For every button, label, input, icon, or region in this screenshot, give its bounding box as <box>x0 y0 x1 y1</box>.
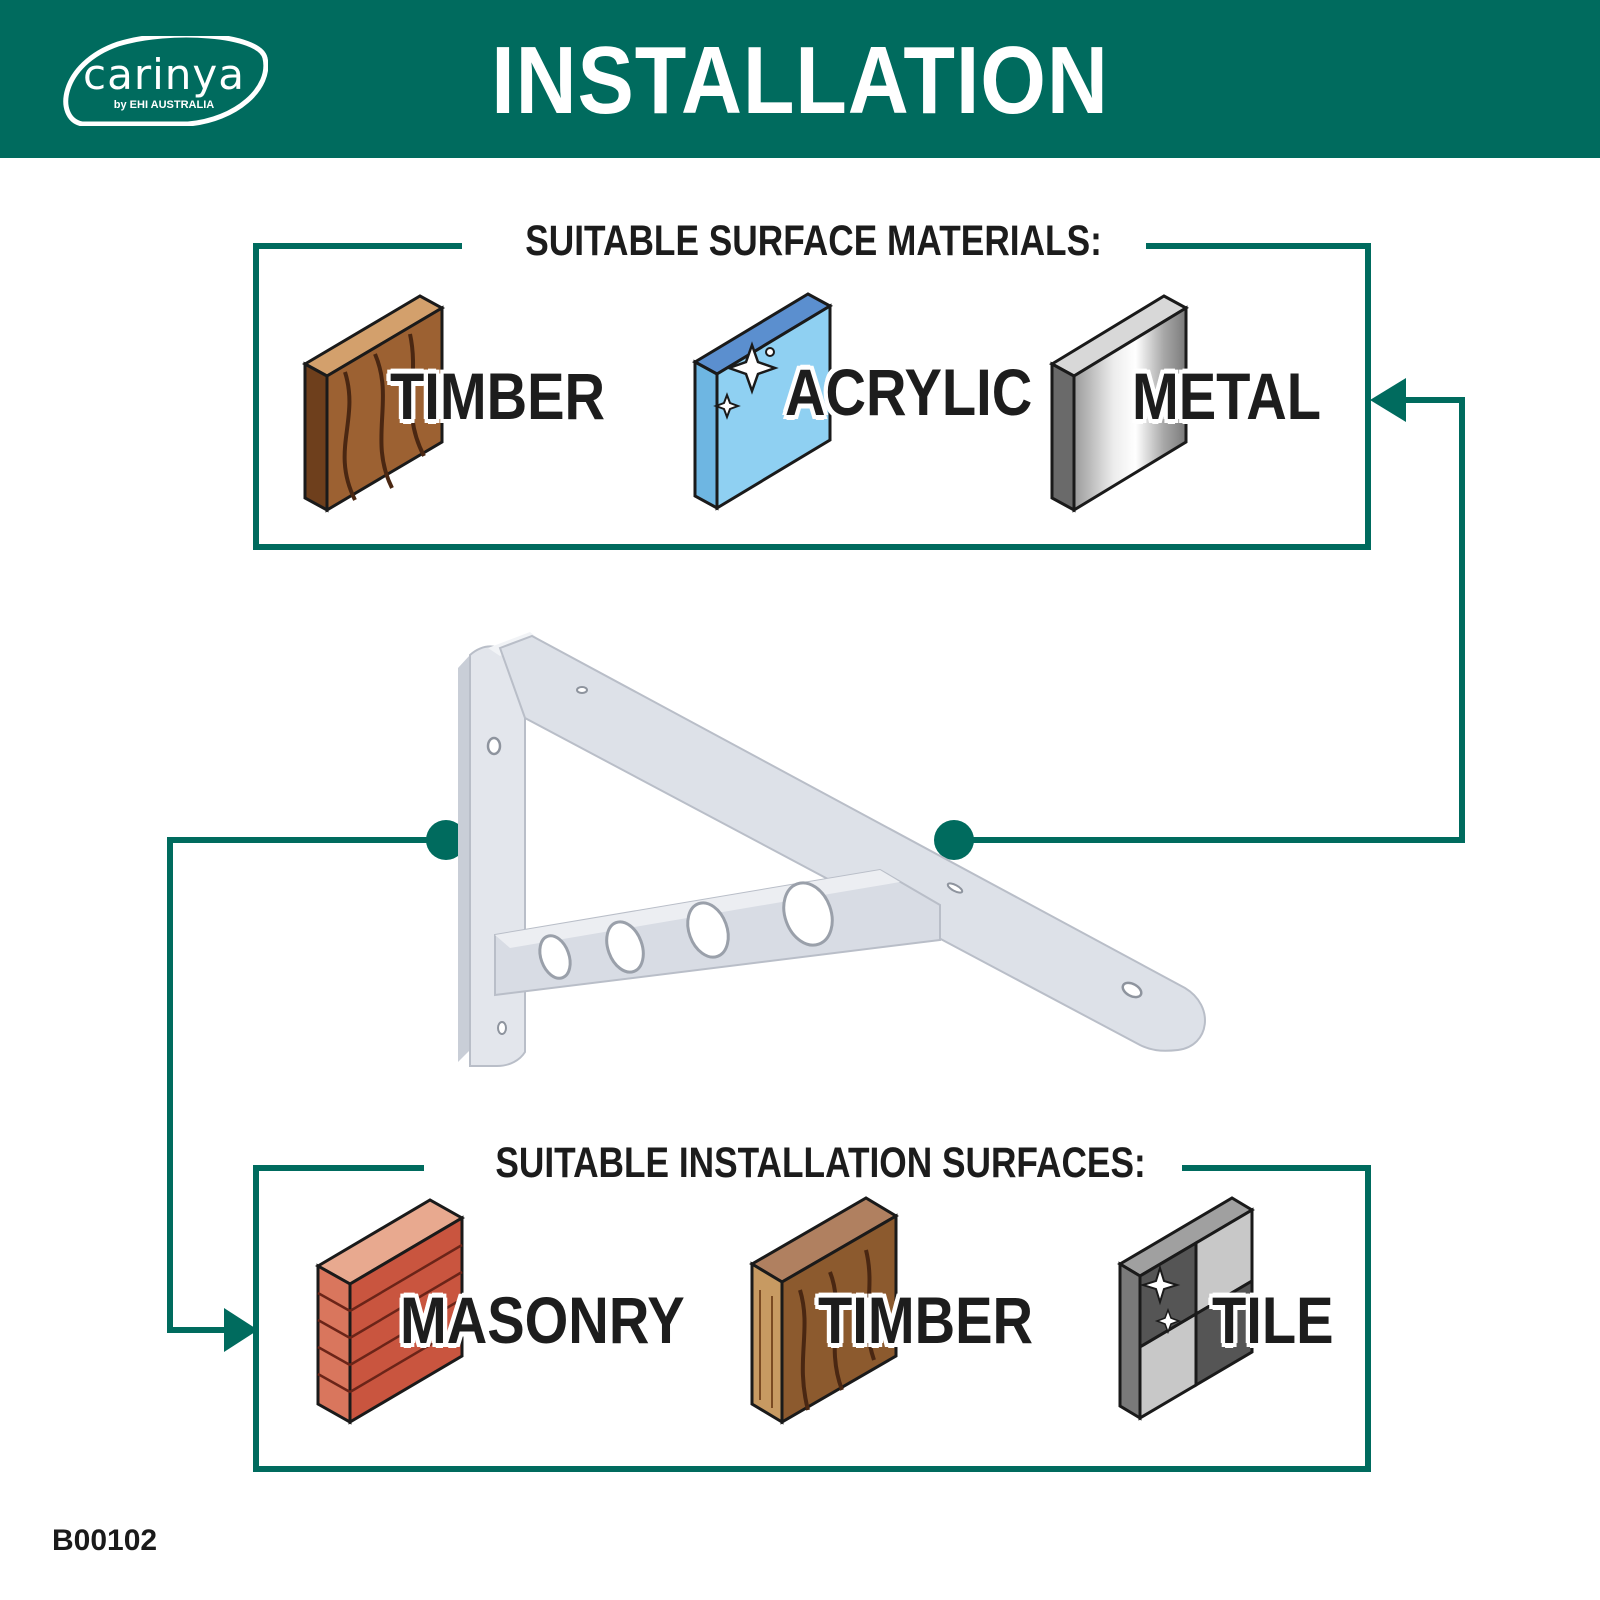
shelf-bracket-illustration <box>458 632 1206 1067</box>
material-label-timber: TIMBER <box>390 359 606 433</box>
materials-arrow-icon <box>1370 378 1406 422</box>
surfaces-arrow-icon <box>224 1308 258 1352</box>
brick-wall-icon <box>314 1198 466 1425</box>
material-label-metal: METAL <box>1132 359 1322 433</box>
surfaces-box-title: SUITABLE INSTALLATION SURFACES: <box>424 1136 1182 1190</box>
surfaces-box-title-text: SUITABLE INSTALLATION SURFACES: <box>495 1139 1146 1187</box>
tile-wall-icon <box>1117 1196 1255 1421</box>
surface-label-timber: TIMBER <box>818 1283 1034 1357</box>
brand-subtitle: by EHI AUSTRALIA <box>113 99 215 111</box>
product-code: B00102 <box>52 1524 158 1557</box>
brand-logo: carinya by EHI AUSTRALIA <box>60 36 268 126</box>
metal-panel-icon <box>1048 294 1190 513</box>
surface-label-masonry: MASONRY <box>400 1283 685 1357</box>
timber-panel-icon <box>301 294 446 513</box>
materials-connector-line <box>960 397 1465 843</box>
surfaces-connector-dot <box>426 820 466 860</box>
acrylic-panel-icon <box>691 292 834 511</box>
material-label-acrylic: ACRYLIC <box>785 355 1033 429</box>
brand-name: carinya <box>83 50 245 99</box>
materials-box-title: SUITABLE SURFACE MATERIALS: <box>462 214 1146 268</box>
materials-connector-dot <box>934 820 974 860</box>
materials-box-title-text: SUITABLE SURFACE MATERIALS: <box>525 217 1102 265</box>
header-banner: carinya by EHI AUSTRALIA INSTALLATION <box>0 0 1600 158</box>
timber-wall-icon <box>749 1196 899 1425</box>
surface-label-tile: TILE <box>1212 1283 1334 1357</box>
page-title: INSTALLATION <box>491 27 1109 134</box>
surfaces-connector-line <box>167 837 446 1333</box>
